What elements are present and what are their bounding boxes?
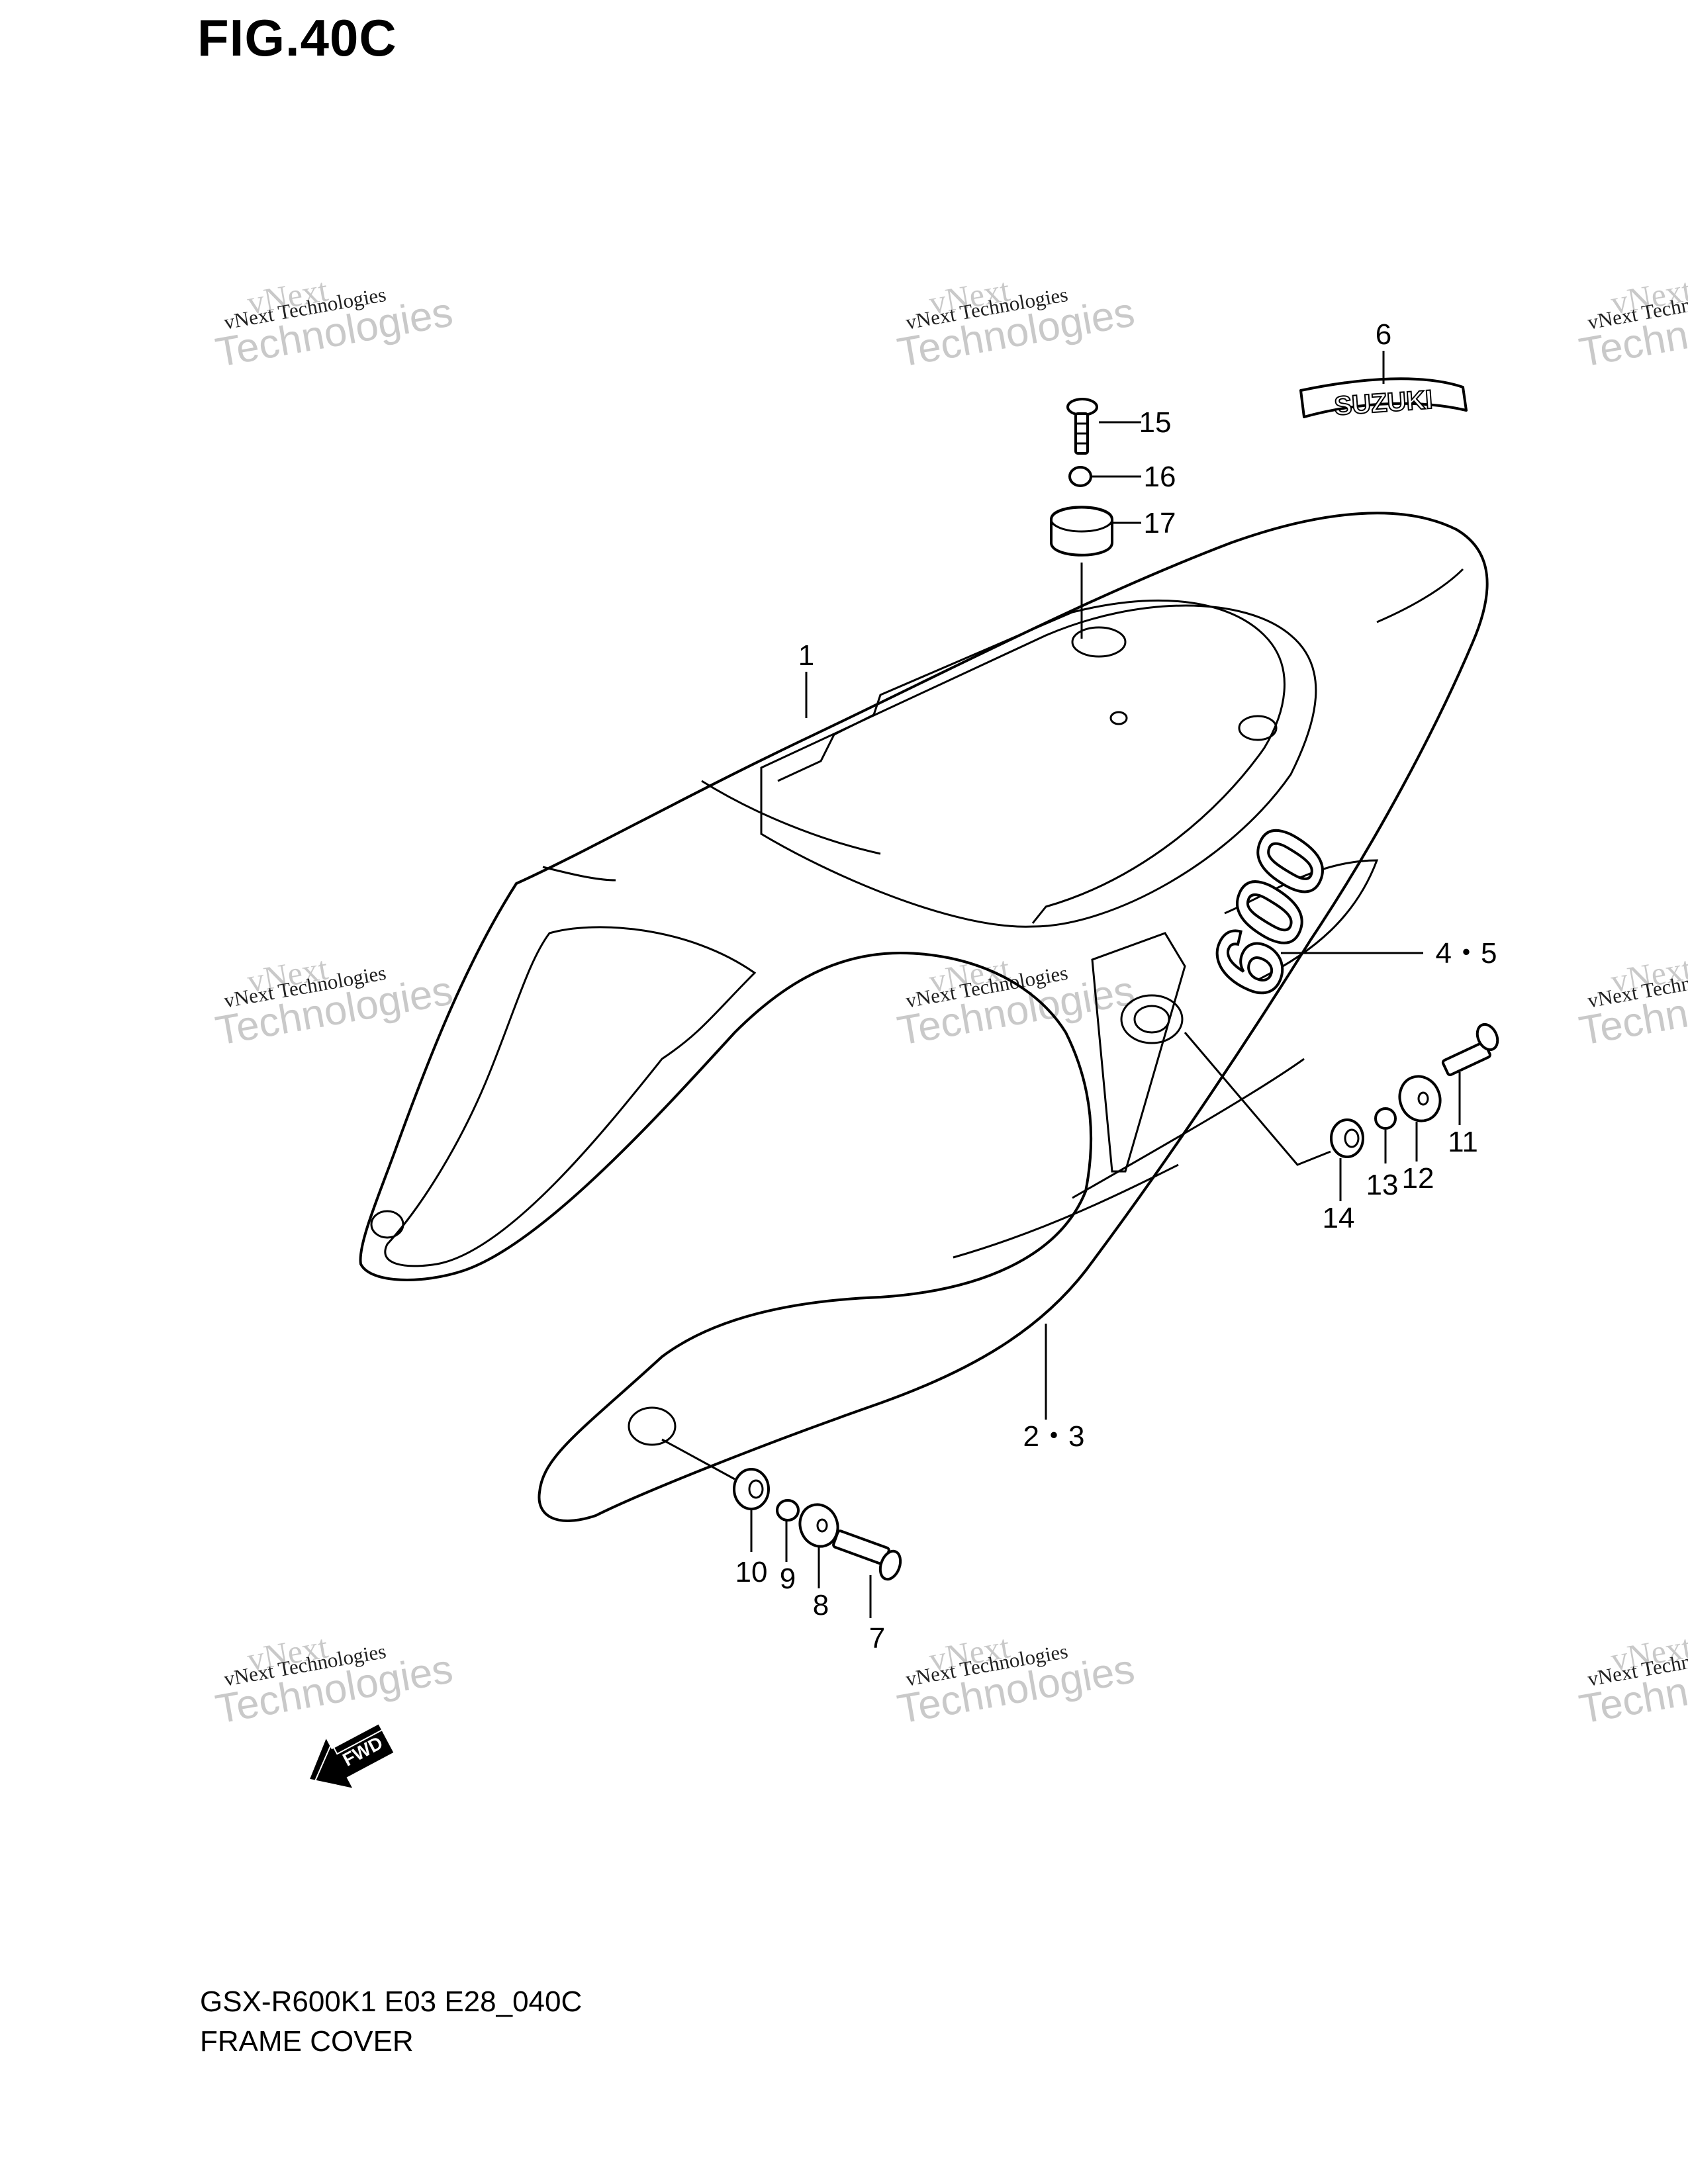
model-decal: 600 <box>1185 815 1353 1013</box>
screw-icon <box>832 1529 902 1581</box>
section-name: FRAME COVER <box>200 2025 414 2058</box>
leader-lines <box>661 351 1461 1618</box>
callout-15: 15 <box>1139 406 1172 439</box>
collar-icon <box>1068 466 1092 487</box>
callout-16: 16 <box>1144 461 1176 493</box>
grommet-icon <box>1330 1118 1364 1158</box>
callout-12: 12 <box>1402 1162 1434 1195</box>
model-decal-text: 600 <box>1186 816 1352 1011</box>
grommet-icon <box>733 1468 770 1510</box>
callout-17: 17 <box>1144 507 1176 539</box>
suzuki-emblem-text: SUZUKI <box>1333 385 1434 421</box>
callout-9: 9 <box>780 1563 796 1595</box>
callout-2-3: 2・3 <box>1023 1420 1085 1453</box>
callout-14: 14 <box>1323 1202 1355 1234</box>
cushion-icon <box>1050 506 1113 557</box>
suzuki-emblem: SUZUKI <box>1299 377 1468 422</box>
collar-icon <box>1374 1107 1397 1130</box>
callout-13: 13 <box>1366 1169 1399 1201</box>
callout-4-5: 4・5 <box>1436 937 1497 970</box>
figure-title: FIG.40C <box>197 9 397 67</box>
screw-icon <box>1066 398 1098 455</box>
washer-icon <box>1398 1075 1442 1122</box>
callout-8: 8 <box>813 1589 829 1621</box>
screw-icon <box>1441 1023 1499 1077</box>
callout-labels: 1 2・3 4・5 6 7 8 9 10 11 12 13 14 15 16 1… <box>735 318 1497 1655</box>
callout-6: 6 <box>1376 318 1391 351</box>
callout-10: 10 <box>735 1556 768 1588</box>
callout-1: 1 <box>798 639 814 672</box>
washer-icon <box>798 1503 839 1548</box>
callout-7: 7 <box>869 1622 885 1655</box>
frame-cover-drawing <box>359 512 1489 1522</box>
forward-arrow-icon: FWD <box>310 1724 394 1788</box>
callout-11: 11 <box>1448 1126 1478 1158</box>
collar-icon <box>776 1499 800 1522</box>
model-code: GSX-R600K1 E03 E28_040C <box>200 1985 583 2018</box>
